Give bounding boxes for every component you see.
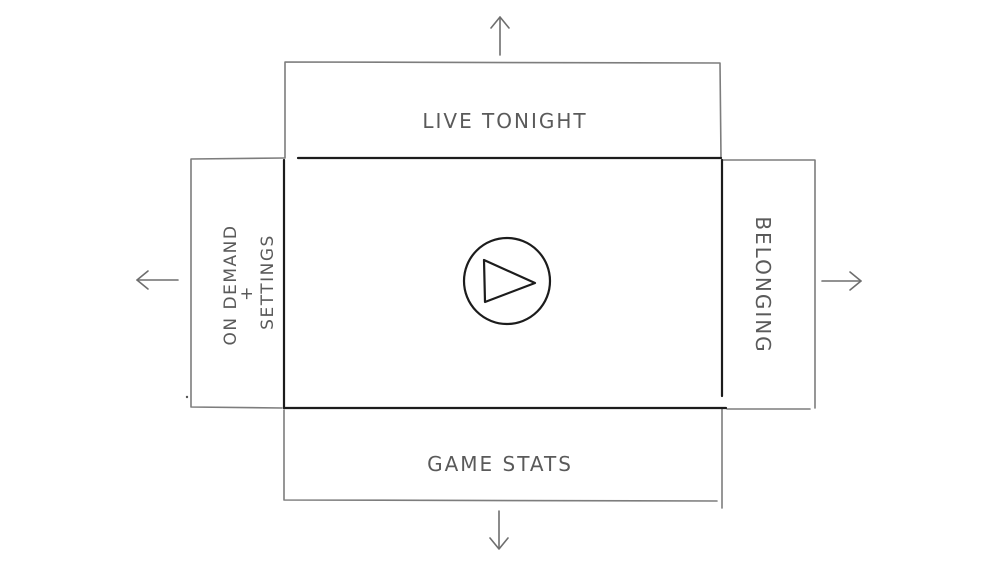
on-demand-settings-panel[interactable]: ON DEMAND + SETTINGS [185, 157, 285, 409]
play-icon [482, 258, 537, 304]
arrow-down-icon [489, 510, 509, 550]
plus-label: + [237, 285, 257, 301]
belonging-panel[interactable]: BELONGING [721, 159, 816, 410]
arrow-up-icon [490, 16, 510, 56]
settings-label: SETTINGS [258, 234, 278, 330]
stray-dot [185, 395, 189, 399]
game-stats-label: GAME STATS [427, 452, 573, 476]
on-demand-label: ON DEMAND [221, 225, 241, 346]
belonging-label: BELONGING [751, 216, 775, 353]
video-frame[interactable] [282, 156, 728, 410]
play-button-circle [462, 236, 552, 326]
play-button[interactable] [462, 236, 552, 326]
arrow-left-icon [136, 270, 179, 290]
live-tonight-label: LIVE TONIGHT [422, 109, 587, 133]
game-stats-panel[interactable]: GAME STATS [283, 407, 723, 509]
arrow-right-icon [821, 271, 862, 291]
live-tonight-panel[interactable]: LIVE TONIGHT [284, 61, 722, 159]
